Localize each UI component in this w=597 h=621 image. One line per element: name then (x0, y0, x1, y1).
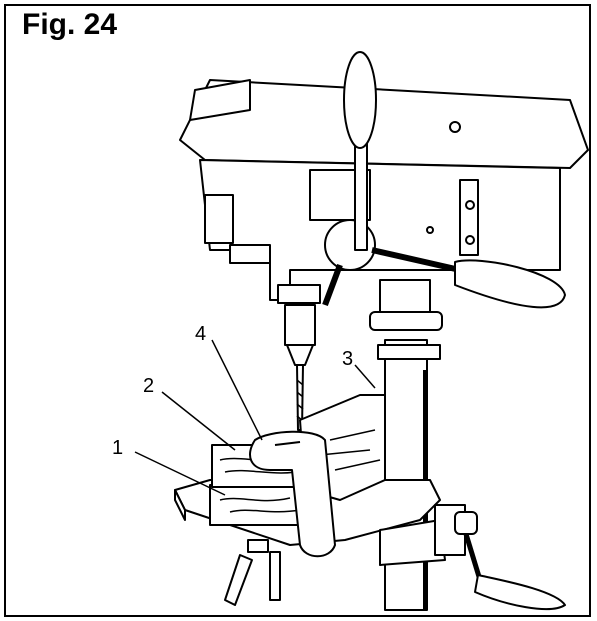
column (384, 339, 428, 611)
callout-4: 4 (195, 323, 206, 345)
callout-1: 1 (112, 437, 123, 459)
callout-2: 2 (143, 375, 154, 397)
callout-3: 3 (342, 348, 353, 370)
leader-3 (354, 364, 376, 389)
feed-handle-knob-right (454, 259, 566, 309)
feed-handle-knob-top (343, 51, 377, 149)
leader-1 (134, 451, 226, 496)
leader-4 (211, 339, 263, 441)
clamp (249, 430, 336, 558)
figure-title: Fig. 24 (22, 8, 118, 41)
leader-2 (161, 391, 236, 451)
table-crank-knob (474, 574, 566, 611)
chuck (284, 304, 316, 346)
